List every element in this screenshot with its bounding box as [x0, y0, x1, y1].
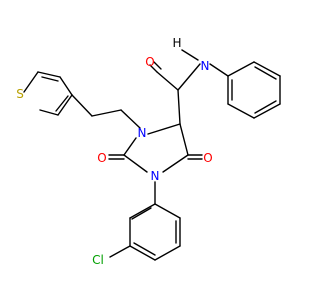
- ring-carbonyls: [108, 154, 203, 160]
- hydantoin-ring: [123, 123, 189, 173]
- molecule-canvas: N H O N N O O S Cl: [16, 36, 281, 267]
- atom-label-carbonyl-o-left: O: [97, 151, 106, 165]
- atom-label-thiophene-s: S: [16, 87, 24, 101]
- thiophene-ring: [23, 71, 73, 116]
- structure-diagram: N H O N N O O S Cl: [16, 36, 281, 267]
- atom-label-carbonyl-o-right: O: [203, 151, 212, 165]
- atom-label-chlorine: Cl: [92, 253, 104, 267]
- ethyl-linker: [71, 94, 141, 129]
- atom-label-ring-n2: N: [151, 169, 160, 183]
- chlorophenyl-ring: [109, 181, 181, 261]
- phenyl-ring: [227, 61, 281, 119]
- atom-label-amide-h: H: [172, 36, 181, 50]
- atom-label-amide-n: N: [201, 59, 210, 73]
- atom-label-amide-o: O: [145, 55, 154, 69]
- atom-label-ring-n1: N: [138, 126, 147, 140]
- acetamide-chain: [149, 61, 229, 125]
